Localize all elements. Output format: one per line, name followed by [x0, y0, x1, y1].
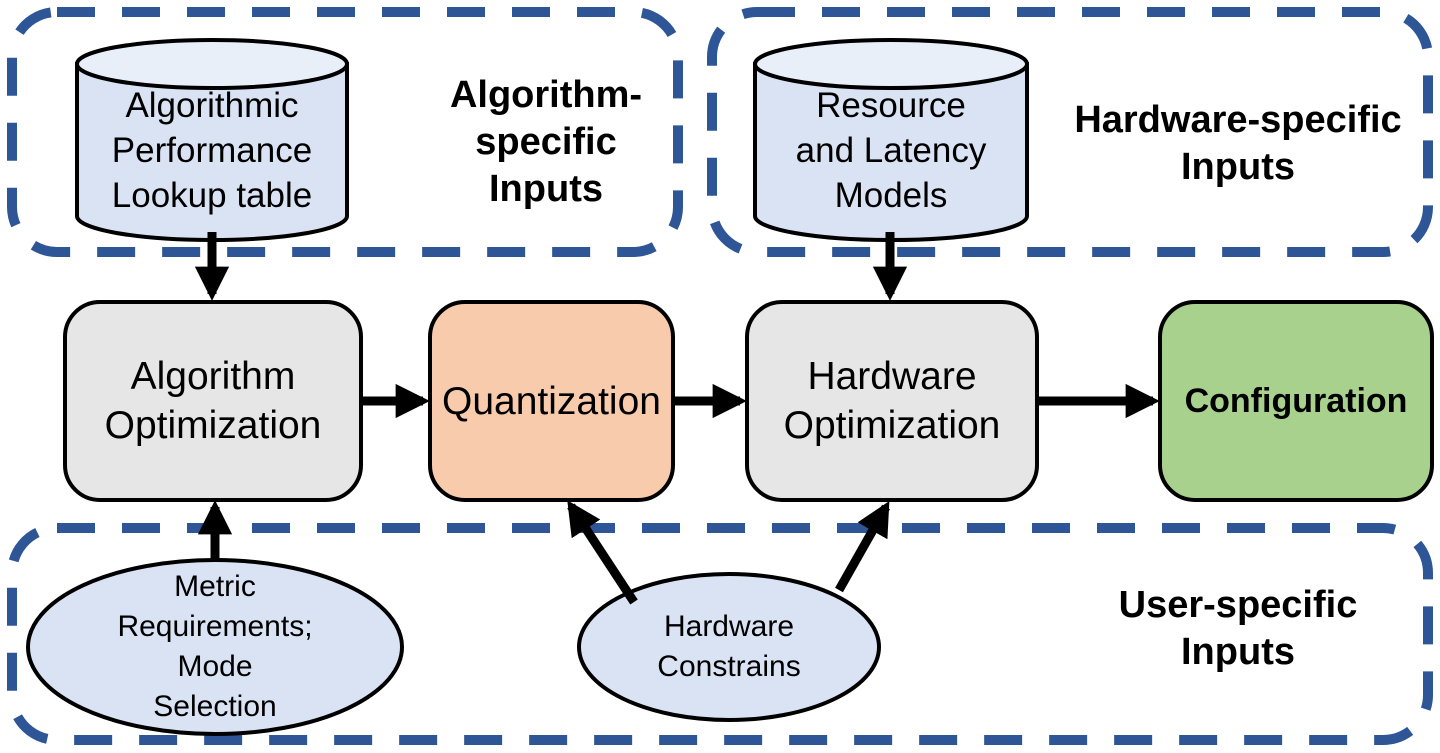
- resource-latency-models-cylinder: [753, 38, 1029, 242]
- algorithm-optimization-box: [63, 300, 363, 502]
- algorithm-specific-inputs-group-border: [7, 7, 683, 257]
- hardware-optimization-box: [745, 300, 1039, 502]
- cylinder-body: [753, 62, 1029, 242]
- arrow-hardware-constrains-to-quantization: [567, 500, 638, 605]
- arrow-hardware-constrains-to-hardware-optimization: [835, 501, 890, 593]
- hardware-constrains-ellipse: [577, 572, 881, 722]
- metric-requirements-ellipse: [26, 558, 404, 736]
- algorithmic-performance-lut-cylinder: [75, 38, 349, 242]
- configuration-box: [1158, 300, 1434, 502]
- cylinder-top: [75, 38, 349, 90]
- user-specific-inputs-group-border: [7, 523, 1433, 745]
- cylinder-top: [753, 38, 1029, 90]
- cylinder-body: [75, 62, 349, 242]
- quantization-box: [428, 300, 675, 502]
